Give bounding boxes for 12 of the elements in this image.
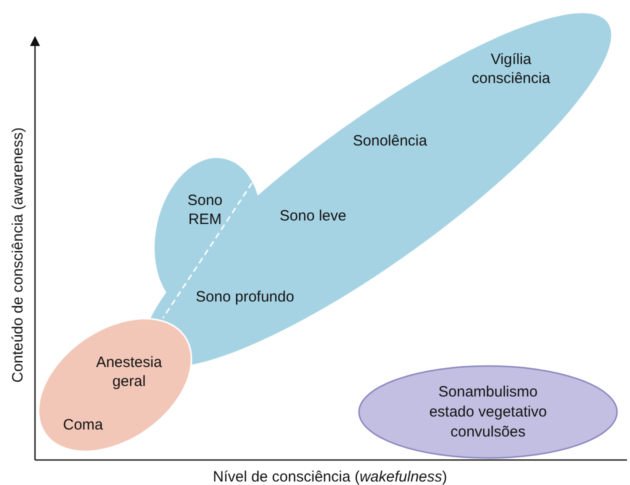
state-label: estado vegetativo [429,402,547,422]
state-label: Coma [63,416,103,434]
axis-title: Conteúdo de consciência (awareness) [10,127,26,383]
state-label: Sono profundo [196,288,294,306]
axis-title: Nível de consciência (wakefulness) [212,468,448,485]
state-label: convulsões [450,422,526,442]
state-label: Anestesia geral [95,353,163,391]
state-label: Vigília consciência [470,50,552,88]
state-label: Sono REM [186,191,224,229]
state-label: Sonolência [352,132,428,150]
state-label: Sono leve [280,206,346,226]
state-label: Sonambulismo [438,382,538,402]
